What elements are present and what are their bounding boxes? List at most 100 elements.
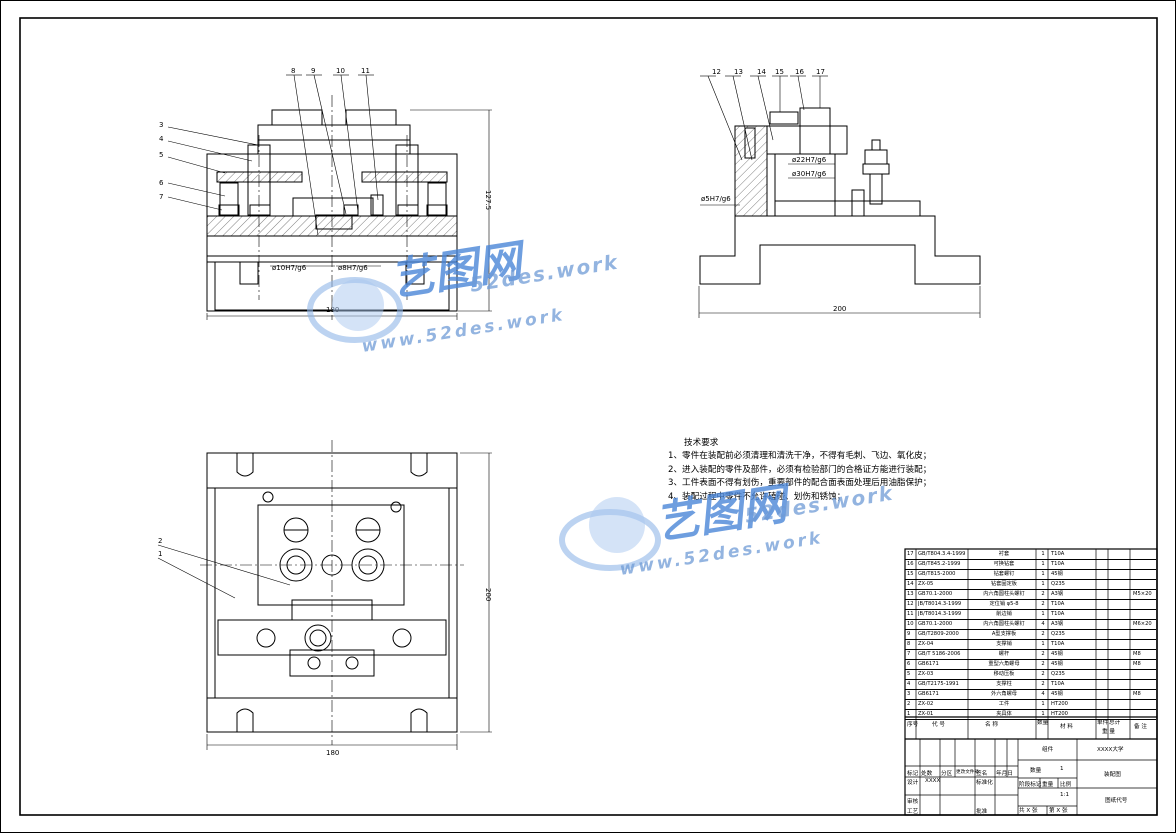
- bom-cell-name: 支撑销: [996, 641, 1012, 647]
- tb-date: 年月日: [996, 771, 1013, 777]
- bom-cell-code: ZX-05: [918, 581, 934, 587]
- bom-cell-qty: 2: [1041, 661, 1045, 667]
- bom-cell-note: M8: [1133, 651, 1141, 657]
- tb-std: 标准化: [976, 780, 993, 786]
- bom-cell-qty: 1: [1041, 571, 1045, 577]
- tb-review: 审核: [907, 799, 919, 805]
- bom-cell-mat: T10A: [1051, 611, 1065, 617]
- bom-cell-code: ZX-01: [918, 711, 934, 717]
- bom-cell-name: 重型六角螺母: [988, 661, 1020, 667]
- bom-cell-qty: 2: [1041, 671, 1045, 677]
- bom-cell-code: JB/T8014.3-1999: [918, 601, 962, 607]
- bom-cell-mat: Q235: [1051, 581, 1065, 587]
- bom-cell-name: 内六角圆柱头螺钉: [983, 591, 1025, 597]
- bom-cell-mat: T10A: [1051, 561, 1065, 567]
- fit-label-2: ø8H7/g6: [338, 264, 368, 272]
- balloon-1: 1: [158, 550, 162, 558]
- bom-cell-no: 16: [907, 561, 914, 567]
- bom-cell-name: 螺杆: [998, 651, 1010, 657]
- bom-cell-code: GB6171: [918, 691, 939, 697]
- hdr-qty: 数量: [1037, 720, 1049, 726]
- hdr-code: 代 号: [932, 722, 945, 728]
- top-balloons: 2 1 180 200: [158, 537, 492, 757]
- tb-qty-value: 1: [1060, 766, 1064, 772]
- tb-process: 工艺: [907, 809, 919, 815]
- bom-cell-no: 10: [907, 621, 914, 627]
- bom-cell-qty: 2: [1041, 681, 1045, 687]
- front-dim-width: 180: [326, 306, 339, 314]
- bom-cell-qty: 1: [1041, 551, 1045, 557]
- bom-cell-name: 定位销 φ5-8: [989, 601, 1019, 607]
- bom-cell-code: GB6171: [918, 661, 939, 667]
- technical-requirements: 技术要求 1、零件在装配前必须清理和清洗干净，不得有毛刺、飞边、氧化皮； 2、进…: [668, 437, 998, 504]
- balloon-12: 12: [712, 68, 721, 76]
- bom-cell-mat: T10A: [1051, 601, 1065, 607]
- tb-design: 设计: [907, 780, 919, 786]
- tb-stage-label: 阶段标记: [1019, 782, 1042, 788]
- bom-cell-no: 17: [907, 551, 914, 557]
- top-dim-height: 200: [484, 588, 492, 601]
- bom-cell-qty: 1: [1041, 711, 1045, 717]
- bom-cell-qty: 1: [1041, 701, 1045, 707]
- bom-cell-note: M5×20: [1133, 591, 1152, 597]
- bom-cell-no: 1: [907, 711, 911, 717]
- hdr-mat: 材 料: [1060, 724, 1073, 730]
- bom-cell-code: GB70.1-2000: [918, 591, 953, 597]
- tb-drawing-code: 图纸代号: [1105, 798, 1128, 804]
- front-view: [167, 74, 492, 320]
- bom-cell-code: GB/T845.2-1999: [918, 561, 961, 567]
- balloon-6: 6: [159, 179, 164, 187]
- tb-approve: 批准: [976, 809, 988, 815]
- hdr-note: 备 注: [1134, 724, 1147, 730]
- balloon-16: 16: [795, 68, 804, 76]
- bom-cell-qty: 4: [1041, 621, 1045, 627]
- bom-cell-mat: Q235: [1051, 631, 1065, 637]
- bom-cell-no: 6: [907, 661, 911, 667]
- bom-cell-qty: 1: [1041, 611, 1045, 617]
- balloon-10: 10: [336, 67, 345, 75]
- balloon-9: 9: [311, 67, 315, 75]
- bom-cell-no: 9: [907, 631, 911, 637]
- tb-material-label: 组件: [1042, 747, 1054, 753]
- bom-cell-code: ZX-02: [918, 701, 934, 707]
- tech-req-item-4: 4、装配过程中零件不允许磕碰、划伤和锈蚀；: [668, 491, 846, 502]
- bom-cell-qty: 1: [1041, 581, 1045, 587]
- tb-weight-label: 重量: [1042, 782, 1054, 788]
- fit-label-4: ø30H7/g6: [792, 170, 827, 178]
- top-view: [157, 440, 492, 750]
- bom-cell-mat: T10A: [1051, 551, 1065, 557]
- balloon-14: 14: [757, 68, 766, 76]
- tb-count: 处数: [921, 771, 933, 777]
- bom-cell-no: 15: [907, 571, 914, 577]
- tb-qty-label: 数量: [1030, 768, 1042, 774]
- bom-cell-mat: T10A: [1051, 681, 1065, 687]
- bom-cell-code: GB/T804.3.4-1999: [918, 551, 966, 557]
- bom-cell-name: A型支撑板: [991, 631, 1017, 637]
- bom-cell-no: 14: [907, 581, 914, 587]
- balloon-5: 5: [159, 151, 163, 159]
- fit-label-5: ø5H7/g6: [701, 195, 731, 203]
- bom-cell-no: 2: [907, 701, 911, 707]
- bom-cell-note: M8: [1133, 661, 1141, 667]
- balloon-4: 4: [159, 135, 164, 143]
- balloon-11: 11: [361, 67, 370, 75]
- bom-cell-no: 11: [907, 611, 914, 617]
- tb-scale-value: 1:1: [1060, 792, 1070, 798]
- balloon-3: 3: [159, 121, 163, 129]
- front-balloons: 3 4 5 6 7 8 9 10 11 ø10H7/g6 ø8H7/g6 180…: [159, 67, 492, 314]
- hdr-unit-weight: 单件: [1097, 720, 1109, 726]
- tb-zone: 分区: [941, 771, 953, 777]
- top-dim-width: 180: [326, 749, 339, 757]
- bom-cell-note: M8: [1133, 691, 1141, 697]
- bom-cell-qty: 1: [1041, 561, 1045, 567]
